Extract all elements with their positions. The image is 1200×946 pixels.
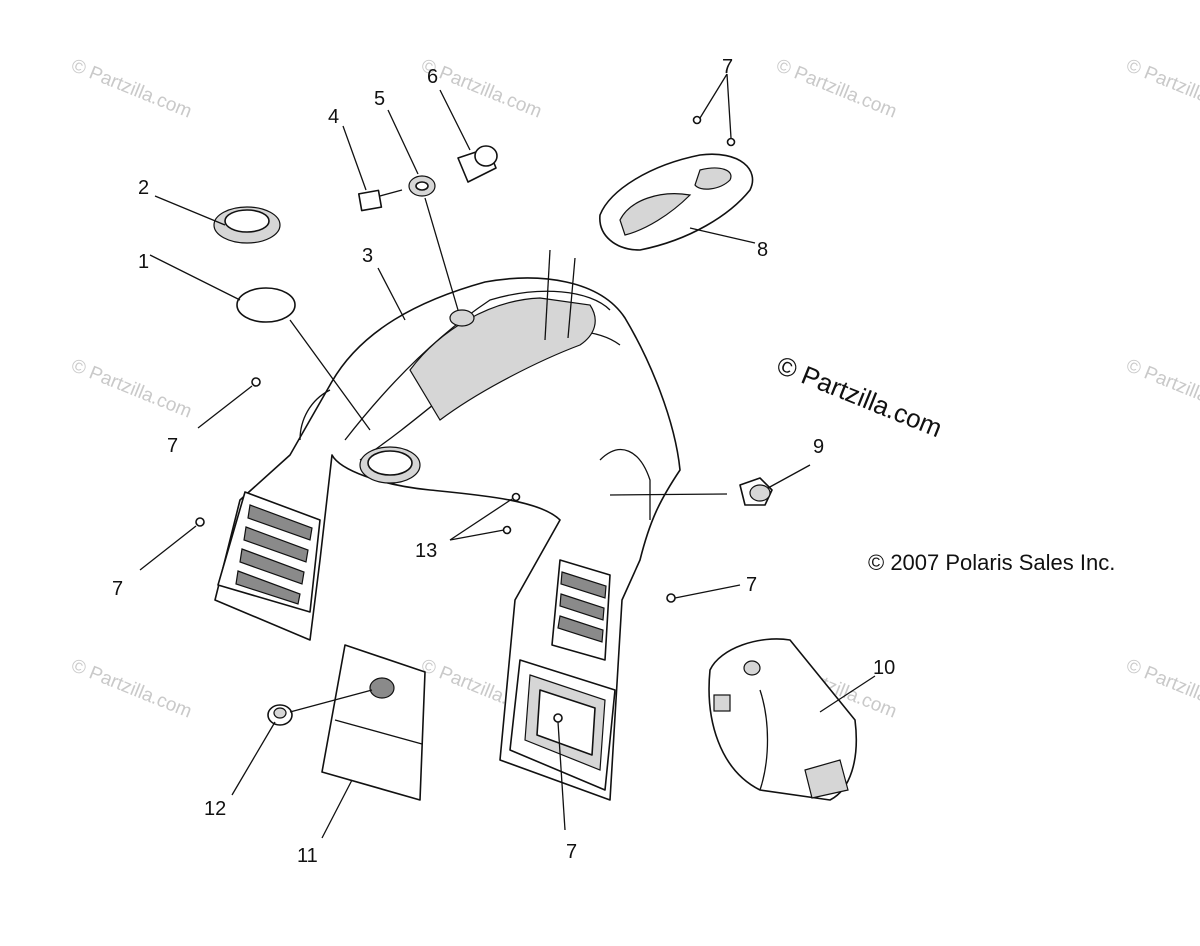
screws (195, 115, 736, 723)
storage-box (708, 638, 858, 801)
watermark-large: © Partzilla.com (773, 350, 947, 443)
callout-7: 7 (722, 56, 733, 78)
watermark: © Partzilla.com (68, 355, 195, 422)
callout-13: 13 (415, 540, 437, 562)
callouts: 1 2 3 4 5 6 7 7 7 7 7 8 9 10 11 12 13 (112, 56, 895, 867)
o-ring (236, 287, 296, 323)
copyright-text: © 2007 Polaris Sales Inc. (868, 550, 1115, 575)
callout-7: 7 (112, 578, 123, 600)
watermark: © Partzilla.com (773, 55, 900, 122)
leader-lines (139, 73, 876, 839)
callout-9: 9 (813, 436, 824, 458)
callout-12: 12 (204, 798, 226, 820)
callout-5: 5 (374, 88, 385, 110)
callout-7: 7 (566, 841, 577, 863)
ignition-switch (457, 145, 498, 183)
console-housing (214, 249, 681, 801)
callout-4: 4 (328, 106, 339, 128)
callout-8: 8 (757, 239, 768, 261)
watermark: © Partzilla.com (68, 655, 195, 722)
ignition-key (357, 189, 403, 212)
callout-2: 2 (138, 177, 149, 199)
console-cover (599, 153, 754, 251)
bushing (739, 477, 773, 506)
callout-11: 11 (297, 845, 318, 867)
watermark: © Partzilla.com (1123, 355, 1200, 422)
access-panel (321, 644, 426, 801)
callout-7: 7 (746, 574, 757, 596)
watermark: © Partzilla.com (68, 55, 195, 122)
callout-1: 1 (138, 251, 149, 273)
callout-7: 7 (167, 435, 178, 457)
grommet (213, 206, 281, 244)
callout-6: 6 (427, 66, 438, 88)
watermark: © Partzilla.com (1123, 55, 1200, 122)
switch-nut (408, 175, 436, 197)
plug (267, 704, 293, 726)
callout-10: 10 (873, 657, 895, 679)
watermark: © Partzilla.com (1123, 655, 1200, 722)
callout-3: 3 (362, 245, 373, 267)
